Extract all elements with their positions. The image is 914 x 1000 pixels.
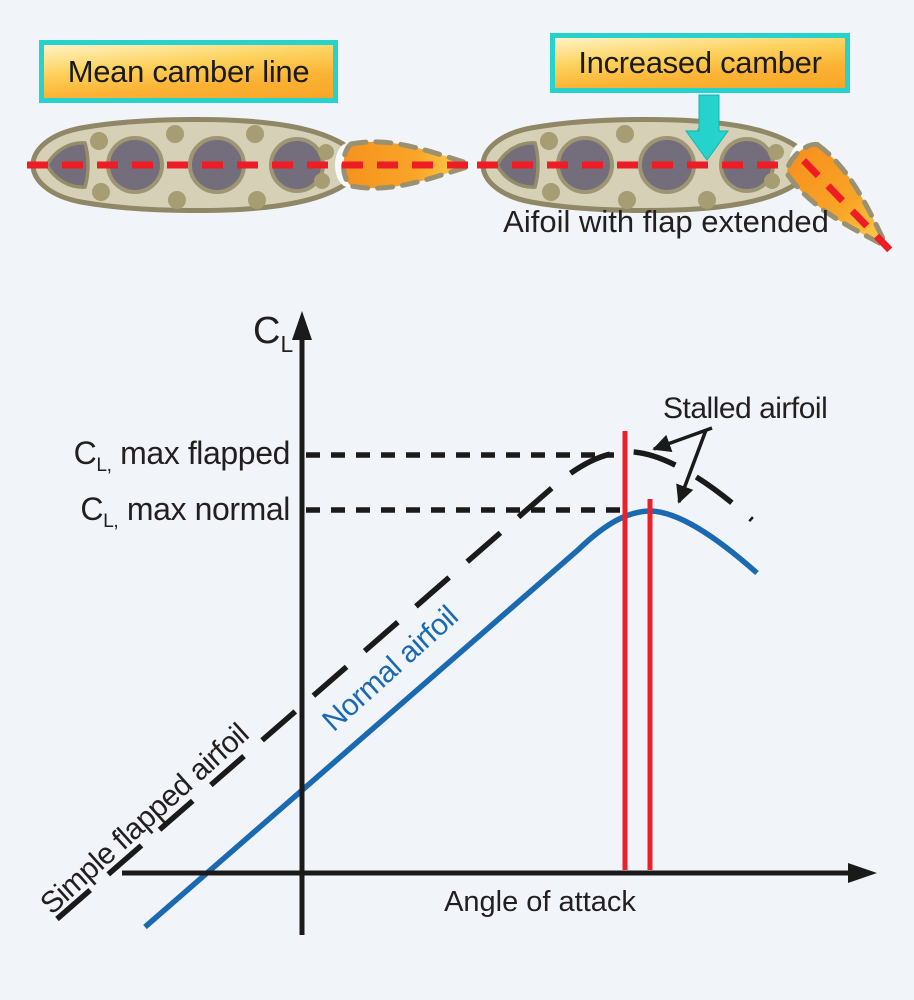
mean-camber-label-box: Mean camber line [39,40,338,103]
increased-camber-arrow-icon [685,94,729,161]
y-axis-symbol: C [253,310,281,352]
increased-camber-label-box: Increased camber [550,33,850,93]
rivet-dots [90,125,334,209]
stalled-airfoil-label: Stalled airfoil [663,392,828,425]
stalled-arrow-to-normal-curve [676,429,708,504]
airfoil-flapped-illustration [477,116,893,253]
cl-max-normal-label: CL, max normal [80,491,290,533]
flap-retracted [341,139,470,191]
curve-simple-flapped-airfoil [55,449,754,922]
y-axis-subscript: L [280,330,294,357]
lift-curve-chart [55,311,877,935]
cl-max-flapped-label: CL, max flapped [73,435,291,477]
mean-camber-label-text: Mean camber line [67,53,310,89]
y-axis-label: CL [253,310,293,356]
curve-normal-airfoil [143,508,759,930]
flap-extended [784,142,893,253]
x-axis-arrow-icon [848,863,877,883]
x-axis-label: Angle of attack [444,886,636,918]
flap-caption: Aifoil with flap extended [503,204,829,239]
stalled-arrow-to-flapped-curve [652,426,713,452]
increased-camber-label-text: Increased camber [578,45,822,80]
y-axis-arrow-icon [292,311,312,340]
airfoil-normal-illustration [27,116,475,214]
